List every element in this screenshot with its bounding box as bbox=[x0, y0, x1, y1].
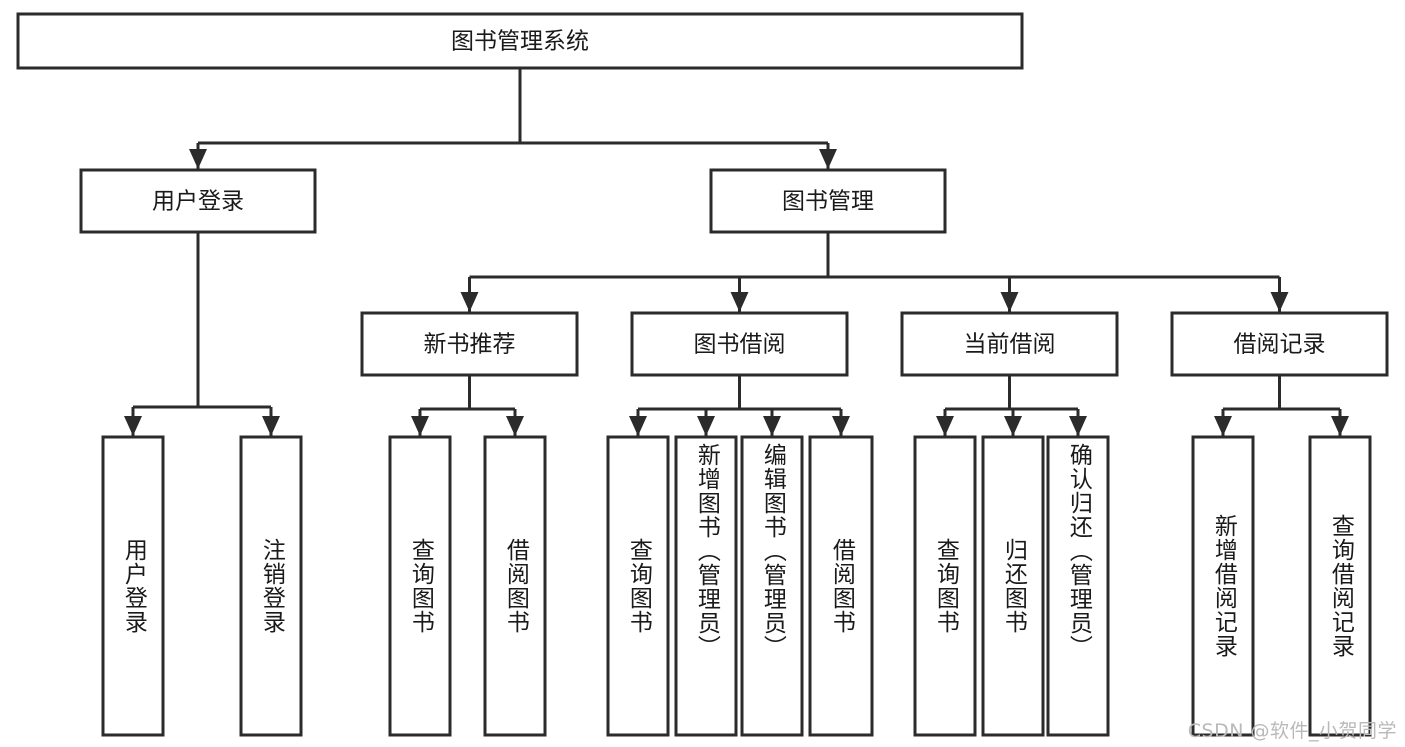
node-leaf-7[interactable] bbox=[808, 435, 874, 737]
arrow-head-icon bbox=[411, 416, 429, 436]
arrow-head-icon bbox=[1270, 292, 1289, 312]
node-leaf-2[interactable] bbox=[388, 435, 452, 737]
node-leaf-12[interactable] bbox=[1308, 435, 1372, 737]
node-level3-2[interactable] bbox=[900, 311, 1119, 377]
node-leaf-3[interactable] bbox=[483, 435, 547, 737]
node-level2-0[interactable] bbox=[79, 168, 317, 234]
node-level3-0[interactable] bbox=[360, 311, 579, 377]
node-leaf-11[interactable] bbox=[1191, 435, 1255, 737]
node-leaf-8[interactable] bbox=[913, 435, 977, 737]
arrow-head-icon bbox=[1214, 416, 1232, 436]
arrow-head-icon bbox=[1069, 416, 1087, 436]
node-leaf-6[interactable] bbox=[740, 435, 804, 737]
node-leaf-10[interactable] bbox=[1046, 435, 1110, 737]
node-level2-label-1: 图书管理 bbox=[782, 189, 874, 215]
node-level3-3[interactable] bbox=[1170, 311, 1389, 377]
node-leaf-0[interactable] bbox=[101, 435, 165, 737]
node-level3-label-1: 图书借阅 bbox=[694, 332, 786, 358]
node-level3-label-2: 当前借阅 bbox=[964, 332, 1056, 358]
node-level3-label-3: 借阅记录 bbox=[1234, 332, 1326, 358]
arrow-head-icon bbox=[730, 292, 749, 312]
node-level2-1[interactable] bbox=[709, 168, 947, 234]
node-level3-label-0: 新书推荐 bbox=[424, 332, 516, 358]
arrow-head-icon bbox=[936, 416, 954, 436]
arrow-head-icon bbox=[697, 416, 715, 436]
node-root[interactable] bbox=[16, 12, 1024, 70]
node-level2-label-0: 用户登录 bbox=[152, 189, 244, 215]
arrow-head-icon bbox=[124, 416, 142, 436]
arrow-head-icon bbox=[832, 416, 850, 436]
node-root-label: 图书管理系统 bbox=[451, 29, 589, 55]
arrow-head-icon bbox=[819, 149, 837, 169]
arrow-head-icon bbox=[460, 292, 479, 312]
node-leaf-1[interactable] bbox=[239, 435, 303, 737]
arrow-head-icon bbox=[189, 149, 207, 169]
node-layer bbox=[16, 12, 1389, 737]
node-leaf-4[interactable] bbox=[606, 435, 670, 737]
arrow-head-icon bbox=[1331, 416, 1349, 436]
node-leaf-5[interactable] bbox=[674, 435, 738, 737]
node-leaf-9[interactable] bbox=[981, 435, 1045, 737]
arrow-head-icon bbox=[763, 416, 781, 436]
arrow-head-icon bbox=[629, 416, 647, 436]
node-level3-1[interactable] bbox=[630, 311, 849, 377]
connector-layer bbox=[124, 68, 1349, 436]
arrow-head-icon bbox=[1000, 292, 1019, 312]
arrow-head-icon bbox=[506, 416, 524, 436]
arrow-head-icon bbox=[262, 416, 280, 436]
arrow-head-icon bbox=[1004, 416, 1022, 436]
watermark-text: CSDN @软件_小贺同学 bbox=[1187, 720, 1397, 742]
